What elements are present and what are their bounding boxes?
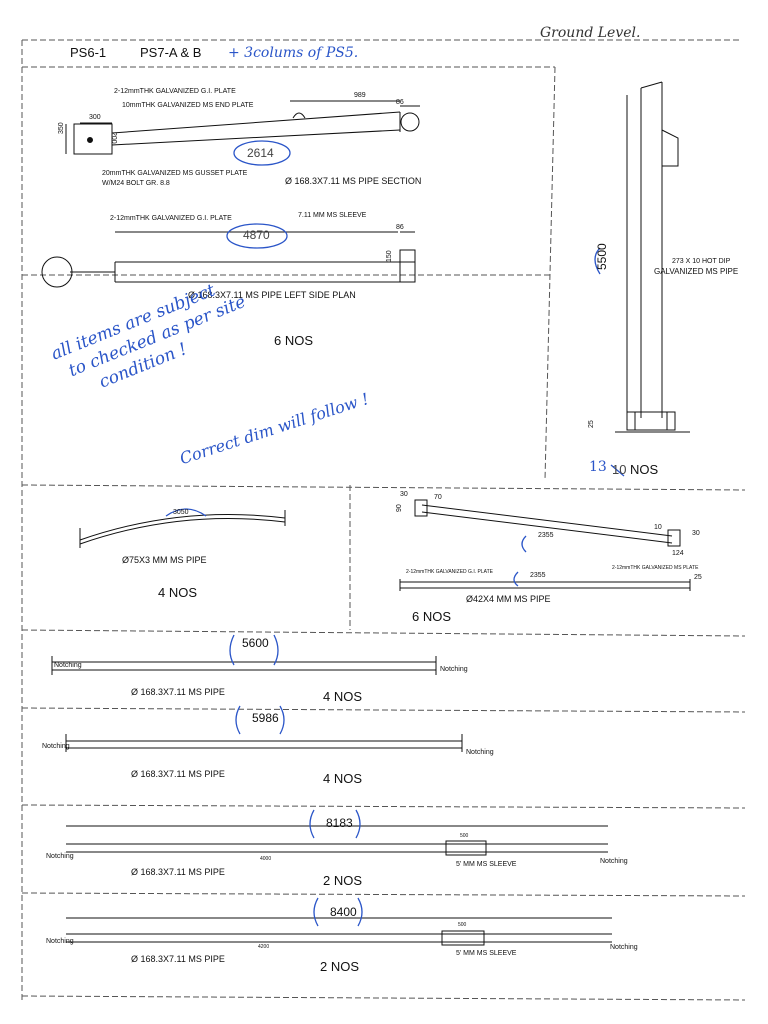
column-dim-25: 25 bbox=[588, 420, 595, 428]
dim-200: 200 bbox=[110, 132, 117, 144]
column-spec-2: GALVANIZED MS PIPE bbox=[654, 267, 739, 276]
section-label: Ø 168.3X7.11 MS PIPE SECTION bbox=[285, 176, 422, 186]
brace-pipe-label: Ø42X4 MM MS PIPE bbox=[466, 594, 551, 604]
pipe-2-length: 5986 bbox=[252, 711, 279, 725]
pipe-4-sleeve-dim: 500 bbox=[458, 922, 467, 928]
part1-qty: 6 NOS bbox=[274, 333, 314, 348]
dim-86b: 86 bbox=[396, 224, 404, 231]
pipe-2-qty: 4 NOS bbox=[323, 771, 363, 786]
column-qty-old: 10 bbox=[612, 462, 627, 477]
bolt-label: W/M24 BOLT GR. 8.8 bbox=[102, 180, 170, 187]
pipe-1-qty: 4 NOS bbox=[323, 689, 363, 704]
pipe-3-label: Ø 168.3X7.11 MS PIPE bbox=[131, 867, 225, 877]
column-drawing bbox=[615, 81, 690, 433]
handwritten-addition: + 3colums of PS5. bbox=[228, 45, 359, 61]
bracing-pipe-drawing bbox=[399, 499, 691, 591]
pipe-4-sleeve: 5' MM MS SLEEVE bbox=[456, 950, 517, 957]
dim-989: 989 bbox=[354, 92, 366, 99]
curved-pipe-length: 3050 bbox=[173, 509, 189, 516]
pipe-4-label: Ø 168.3X7.11 MS PIPE bbox=[131, 954, 225, 964]
plan-length: 4870 bbox=[243, 228, 270, 242]
sleeve-label: 7.11 MM MS SLEEVE bbox=[298, 212, 367, 219]
plan-plate-label: 2-12mmTHK GALVANIZED G.I. PLATE bbox=[110, 215, 232, 222]
curved-pipe-label: Ø75X3 MM MS PIPE bbox=[122, 555, 207, 565]
pipe-3-notch-left: Notching bbox=[46, 853, 74, 860]
dim-150: 150 bbox=[386, 250, 393, 262]
pipe-3-sub-dim: 4000 bbox=[260, 856, 272, 862]
plate-label: 2-12mmTHK GALVANIZED G.I. PLATE bbox=[114, 88, 236, 95]
dim-300: 300 bbox=[89, 114, 101, 121]
left-side-plan-drawing bbox=[41, 231, 416, 288]
end-plate-label: 10mmTHK GALVANIZED MS END PLATE bbox=[122, 102, 254, 109]
curved-pipe-drawing bbox=[79, 510, 286, 548]
brace-ms-plate-note: 2-12mmTHK GALVANIZED MS PLATE bbox=[612, 565, 699, 571]
plan-label: Ø 168.3X7.11 MS PIPE LEFT SIDE PLAN bbox=[188, 290, 356, 300]
pipe-4-qty: 2 NOS bbox=[320, 959, 360, 974]
bracket-section-drawing bbox=[65, 100, 420, 155]
dim-350: 350 bbox=[58, 122, 65, 134]
brace-dim-30a: 30 bbox=[400, 491, 408, 498]
pipe-1-length: 5600 bbox=[242, 636, 269, 650]
pipe-3-notch-right: Notching bbox=[600, 858, 628, 865]
pipe-4-sub-dim: 4200 bbox=[258, 944, 270, 950]
column-spec-1: 273 X 10 HOT DIP bbox=[672, 258, 731, 265]
pipe-1-notch-left: Notching bbox=[54, 662, 82, 669]
pipe-1-notch-right: Notching bbox=[440, 666, 468, 673]
brace-length-bottom: 2355 bbox=[530, 572, 546, 579]
long-pipes-drawing bbox=[51, 656, 612, 946]
bracket-length: 2614 bbox=[247, 146, 274, 160]
column-qty-new: 13 bbox=[589, 459, 607, 475]
pipe-4-notch-left: Notching bbox=[46, 938, 74, 945]
gusset-label: 20mmTHK GALVANIZED MS GUSSET PLATE bbox=[102, 170, 248, 177]
pipe-3-sleeve: 5' MM MS SLEEVE bbox=[456, 861, 517, 868]
pipe-3-qty: 2 NOS bbox=[323, 873, 363, 888]
brace-pipe-qty: 6 NOS bbox=[412, 609, 452, 624]
brace-dim-10: 10 bbox=[654, 524, 662, 531]
pipe-2-notch-left: Notching bbox=[42, 743, 70, 750]
drawing-ref-1: PS6-1 bbox=[70, 45, 107, 60]
column-qty-unit: NOS bbox=[630, 462, 659, 477]
pipe-3-sleeve-dim: 500 bbox=[460, 833, 469, 839]
pipe-4-length: 8400 bbox=[330, 905, 357, 919]
brace-plate-note: 2-12mmTHK GALVANIZED G.I. PLATE bbox=[406, 569, 493, 575]
brace-dim-70: 70 bbox=[434, 494, 442, 501]
pipe-2-notch-right: Notching bbox=[466, 749, 494, 756]
dim-86: 86 bbox=[396, 99, 404, 106]
drawing-ref-2: PS7-A & B bbox=[140, 45, 202, 60]
pipe-3-length: 8183 bbox=[326, 816, 353, 830]
pipe-1-label: Ø 168.3X7.11 MS PIPE bbox=[131, 687, 225, 697]
brace-dim-90: 90 bbox=[396, 504, 403, 512]
section-dividers bbox=[21, 39, 746, 1001]
brace-dim-30b: 30 bbox=[692, 530, 700, 537]
handwritten-marks bbox=[165, 140, 625, 927]
brace-length-top: 2355 bbox=[538, 532, 554, 539]
curved-pipe-qty: 4 NOS bbox=[158, 585, 198, 600]
column-height: 5500 bbox=[595, 243, 609, 270]
brace-dim-25: 25 bbox=[694, 574, 702, 581]
pipe-4-notch-right: Notching bbox=[610, 944, 638, 951]
pipe-2-label: Ø 168.3X7.11 MS PIPE bbox=[131, 769, 225, 779]
brace-dim-124: 124 bbox=[672, 550, 684, 557]
handwritten-ground-level: Ground Level. bbox=[540, 25, 641, 41]
